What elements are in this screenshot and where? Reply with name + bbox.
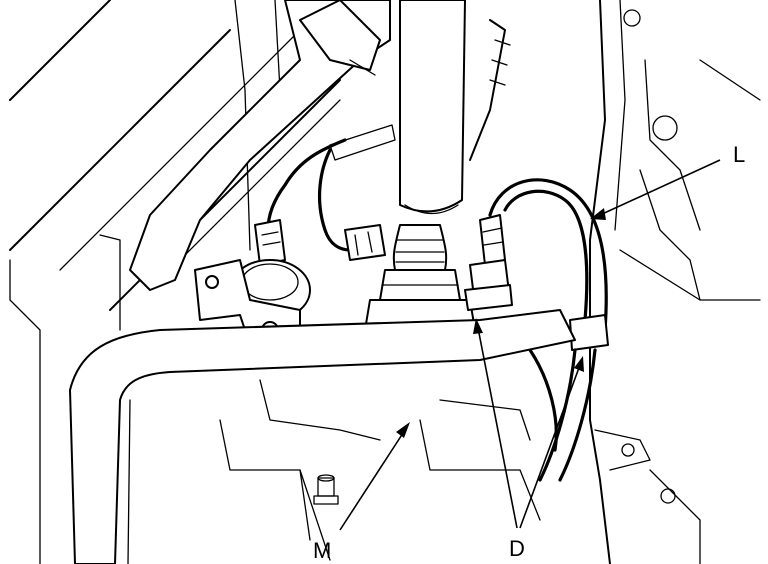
arrowhead-m [396, 422, 410, 438]
leader-d-left [477, 327, 518, 529]
leader-d-right [519, 364, 581, 529]
upper-hoses [129, 0, 391, 291]
leader-lines [339, 159, 721, 531]
sensor-d [464, 214, 513, 311]
wire-harness [254, 19, 511, 266]
arrowhead-d-right [574, 356, 584, 372]
harness-l [488, 178, 609, 482]
callout-d: D [509, 536, 525, 561]
vertical-pipe [399, 0, 466, 215]
callout-l: L [733, 142, 745, 167]
arrowhead-d-left [473, 318, 483, 334]
arrowhead-l [590, 208, 606, 220]
stay-bar-m [69, 309, 576, 564]
leader-l [599, 159, 721, 216]
sensor-bracket [194, 259, 311, 346]
callout-m: M [313, 538, 331, 563]
leader-m [339, 429, 406, 531]
